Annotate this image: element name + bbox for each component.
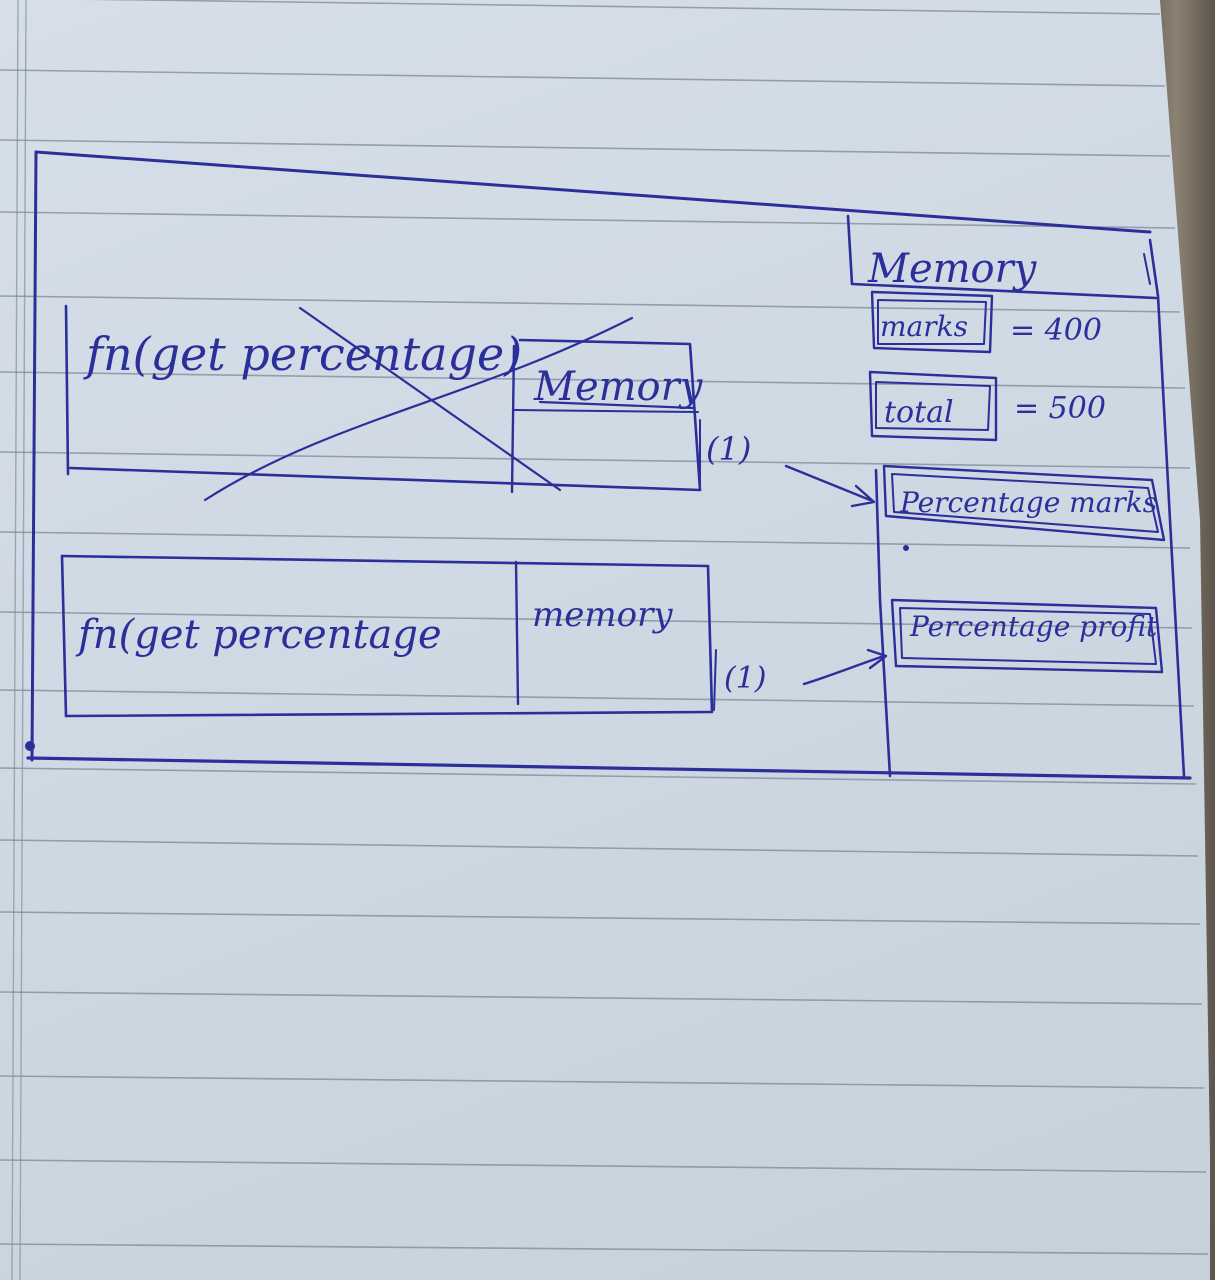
active-function-box: fn(get percentage memory (1) <box>60 554 767 718</box>
crossed-call-marker: (1) <box>706 430 751 468</box>
memory-entry-percentage-marks: Percentage marks <box>899 486 1157 519</box>
crossed-function-box: fn(get percentage) Memory (1) <box>64 304 751 502</box>
crossed-function-label: fn(get percentage) <box>83 327 522 381</box>
memory-entry-marks-value: = 400 <box>1010 313 1102 348</box>
global-memory-title: Memory <box>867 246 1038 292</box>
crossed-memory-label: Memory <box>533 364 704 410</box>
active-memory-label: memory <box>532 595 673 635</box>
memory-entry-total-value: = 500 <box>1014 391 1106 426</box>
global-memory-panel: Memory marks = 400 total = 500 Percentag… <box>846 214 1186 778</box>
memory-entry-total-name: total <box>884 395 954 430</box>
memory-entry-marks-name: marks <box>880 310 968 343</box>
arrows <box>784 464 888 686</box>
memory-entry-percentage-profit: Percentage profit <box>909 610 1158 643</box>
active-function-label: fn(get percentage <box>75 612 442 658</box>
outer-frame <box>25 150 1192 780</box>
active-call-marker: (1) <box>724 661 767 696</box>
